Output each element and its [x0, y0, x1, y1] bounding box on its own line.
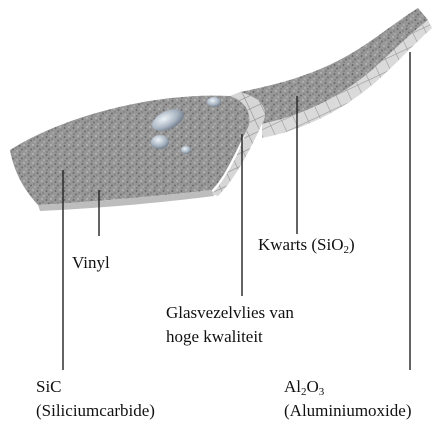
label-sic-line1: SiC [36, 376, 62, 397]
label-alox-line2: (Aluminiumoxide) [284, 400, 411, 421]
droplet-bottom [181, 146, 191, 154]
label-sic-line2: (Siliciumcarbide) [36, 400, 155, 421]
droplet-middle [151, 135, 169, 149]
label-alox-line1: Al2O3 [284, 376, 324, 397]
droplet-small-right [207, 97, 221, 107]
label-kwarts: Kwarts (SiO2) [258, 234, 355, 255]
label-glasvezel-line2: hoge kwaliteit [166, 326, 263, 347]
label-glasvezel-line1: Glasvezelvlies van [166, 302, 294, 323]
label-vinyl: Vinyl [72, 252, 110, 273]
